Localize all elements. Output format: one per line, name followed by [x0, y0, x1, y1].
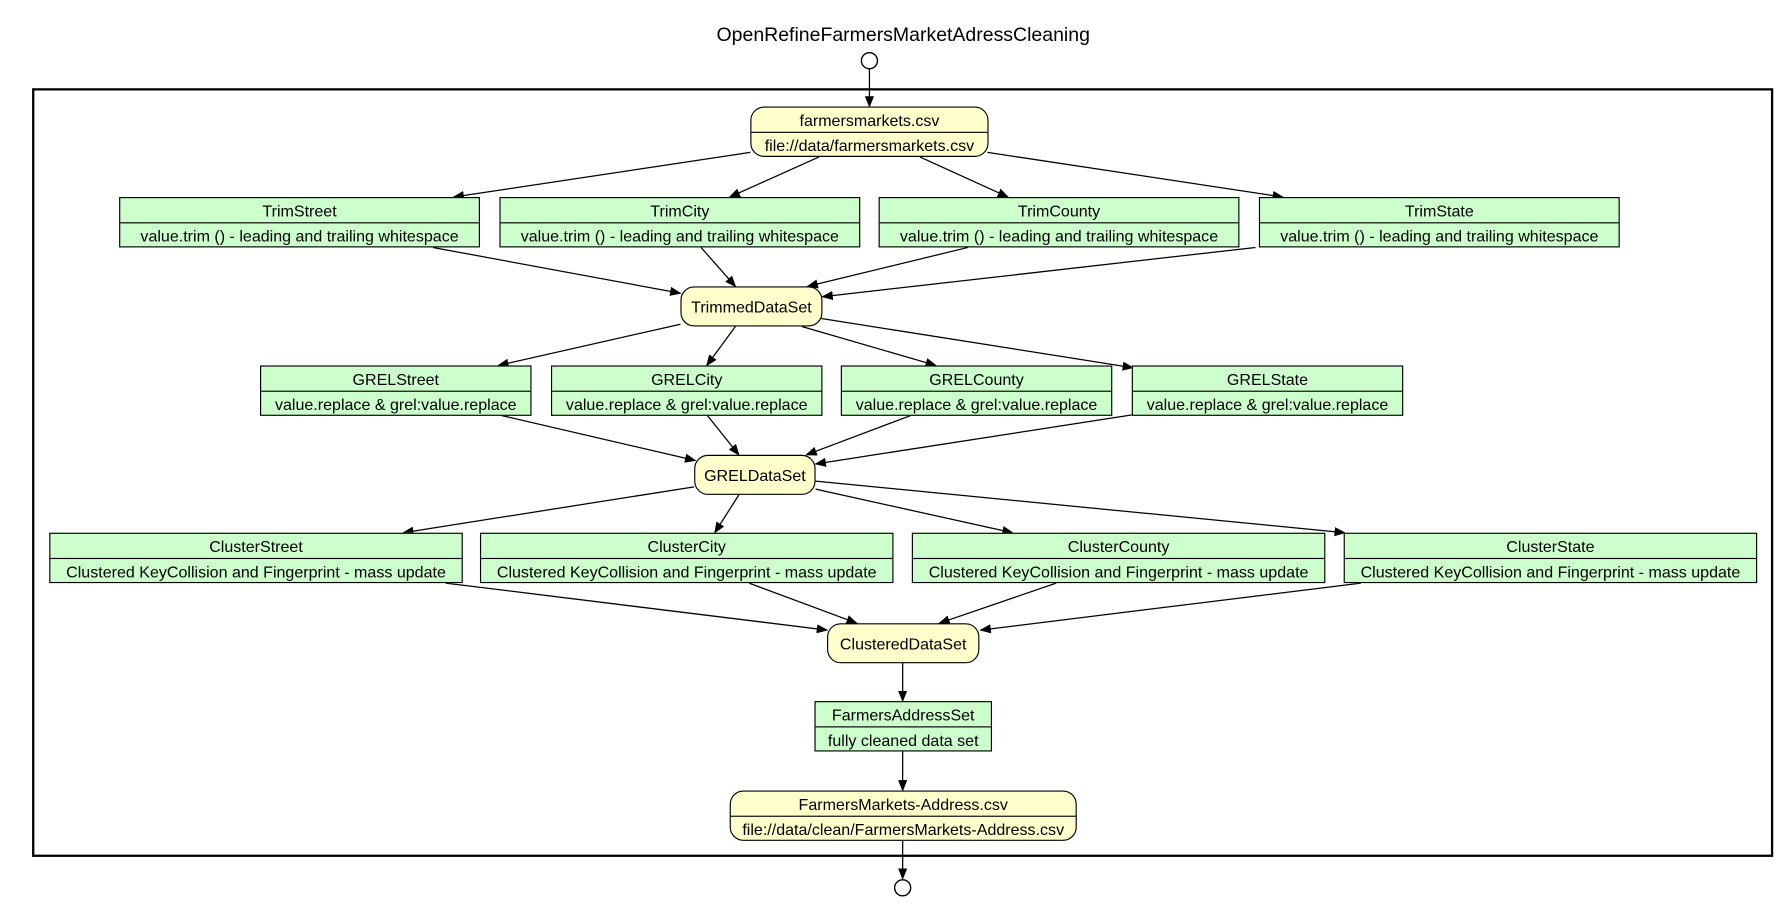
output-csv-node[interactable]: FarmersMarkets-Address.csv file://data/c…	[729, 790, 1077, 841]
diagram-title: OpenRefineFarmersMarketAdressCleaning	[716, 24, 1090, 46]
node-detail: file://data/farmersmarkets.csv	[751, 131, 988, 157]
edge-farmers-csv-to-trim-city	[728, 156, 820, 198]
node-name: TrimmedDataSet	[691, 297, 812, 316]
node-name: TrimState	[1404, 201, 1474, 220]
trim-county-node[interactable]: TrimCounty value.trim () - leading and t…	[878, 197, 1240, 248]
edge-grel-city-to-grel-dataset	[706, 414, 740, 456]
node-name: GRELDataSet	[704, 465, 806, 485]
node-name: TrimStreet	[262, 201, 337, 220]
edge-trimmed-dataset-to-grel-county	[801, 325, 937, 367]
node-name: FarmersAddressSet	[831, 705, 975, 724]
node-name: GRELCounty	[929, 369, 1024, 388]
edge-trim-street-to-trimmed-dataset	[432, 246, 682, 296]
edge-grel-state-to-grel-dataset	[814, 414, 1133, 467]
node-name: ClusterCity	[647, 536, 726, 556]
edge-grel-street-to-grel-dataset	[498, 414, 697, 463]
trim-state-node[interactable]: TrimState value.trim () - leading and tr…	[1258, 197, 1620, 248]
node-detail: value.replace & grel:value.replace	[261, 390, 531, 416]
cluster-county-node[interactable]: ClusterCounty Clustered KeyCollision and…	[911, 532, 1326, 584]
node-detail: value.trim () - leading and trailing whi…	[500, 222, 860, 247]
node-detail: value.trim () - leading and trailing whi…	[1260, 222, 1619, 247]
node-name: GRELState	[1226, 369, 1309, 388]
edge-trimmed-dataset-to-grel-city	[706, 326, 736, 367]
edge-cluster-city-to-clustered-dataset	[748, 582, 858, 624]
node-name: GRELCity	[651, 369, 723, 388]
output-port-icon	[893, 879, 912, 897]
node-name: FarmersMarkets-Address.csv	[798, 794, 1008, 813]
node-detail: file://data/clean/FarmersMarkets-Address…	[730, 815, 1076, 841]
edge-trimmed-dataset-to-grel-street	[497, 323, 681, 368]
grel-county-node[interactable]: GRELCounty value.replace & grel:value.re…	[840, 365, 1113, 416]
edge-cluster-street-to-clustered-dataset	[445, 582, 829, 634]
edge-trim-county-to-trimmed-dataset	[806, 246, 969, 289]
edge-grel-dataset-to-cluster-county	[815, 488, 1014, 535]
grel-city-node[interactable]: GRELCity value.replace & grel:value.repl…	[550, 365, 823, 416]
node-name: TrimCounty	[1017, 201, 1101, 220]
trimmed-dataset-node[interactable]: TrimmedDataSet	[680, 286, 823, 327]
node-name: GRELStreet	[352, 369, 439, 388]
clustered-dataset-node[interactable]: ClusteredDataSet	[827, 623, 980, 664]
edge-grel-dataset-to-cluster-city	[714, 494, 740, 534]
node-detail: value.trim () - leading and trailing whi…	[879, 222, 1239, 247]
node-name: farmersmarkets.csv	[799, 110, 940, 129]
node-detail: Clustered KeyCollision and Fingerprint -…	[50, 557, 462, 583]
edge-farmers-csv-to-trim-county	[919, 156, 1010, 198]
node-detail: value.trim () - leading and trailing whi…	[120, 222, 479, 247]
farmers-csv-node[interactable]: farmersmarkets.csv file://data/farmersma…	[750, 106, 989, 157]
node-name: ClusterStreet	[209, 536, 303, 556]
node-detail: fully cleaned data set	[815, 726, 991, 751]
edge-trim-city-to-trimmed-dataset	[700, 247, 737, 288]
trim-street-node[interactable]: TrimStreet value.trim () - leading and t…	[119, 197, 480, 248]
edge-farmers-csv-to-trim-state	[987, 151, 1285, 201]
edge-cluster-state-to-clustered-dataset	[979, 582, 1361, 634]
node-detail: value.replace & grel:value.replace	[841, 390, 1112, 416]
node-detail: Clustered KeyCollision and Fingerprint -…	[481, 557, 893, 583]
input-port-icon	[860, 52, 879, 70]
farmers-address-set-node[interactable]: FarmersAddressSet fully cleaned data set	[814, 701, 993, 752]
edge-grel-dataset-to-cluster-street	[402, 486, 695, 536]
node-name: ClusteredDataSet	[839, 634, 967, 653]
node-detail: value.replace & grel:value.replace	[1132, 390, 1403, 416]
node-name: ClusterState	[1506, 536, 1595, 556]
node-detail: value.replace & grel:value.replace	[552, 390, 822, 416]
edge-trimmed-dataset-to-grel-state	[821, 317, 1135, 371]
cluster-city-node[interactable]: ClusterCity Clustered KeyCollision and F…	[479, 532, 894, 584]
edge-farmers-csv-to-trim-street	[452, 151, 751, 201]
edge-grel-dataset-to-cluster-state	[815, 480, 1346, 537]
grel-street-node[interactable]: GRELStreet value.replace & grel:value.re…	[260, 365, 532, 416]
node-detail: Clustered KeyCollision and Fingerprint -…	[912, 557, 1325, 583]
grel-dataset-node[interactable]: GRELDataSet	[694, 454, 816, 495]
cluster-street-node[interactable]: ClusterStreet Clustered KeyCollision and…	[49, 532, 463, 584]
cluster-state-node[interactable]: ClusterState Clustered KeyCollision and …	[1343, 532, 1758, 584]
grel-state-node[interactable]: GRELState value.replace & grel:value.rep…	[1131, 365, 1404, 416]
edge-trim-state-to-trimmed-dataset	[821, 246, 1256, 301]
edge-cluster-county-to-clustered-dataset	[938, 582, 1057, 625]
node-name: TrimCity	[650, 201, 710, 220]
node-detail: Clustered KeyCollision and Fingerprint -…	[1344, 557, 1757, 583]
node-name: ClusterCounty	[1067, 536, 1170, 556]
edge-grel-county-to-grel-dataset	[805, 414, 914, 456]
trim-city-node[interactable]: TrimCity value.trim () - leading and tra…	[499, 197, 861, 248]
